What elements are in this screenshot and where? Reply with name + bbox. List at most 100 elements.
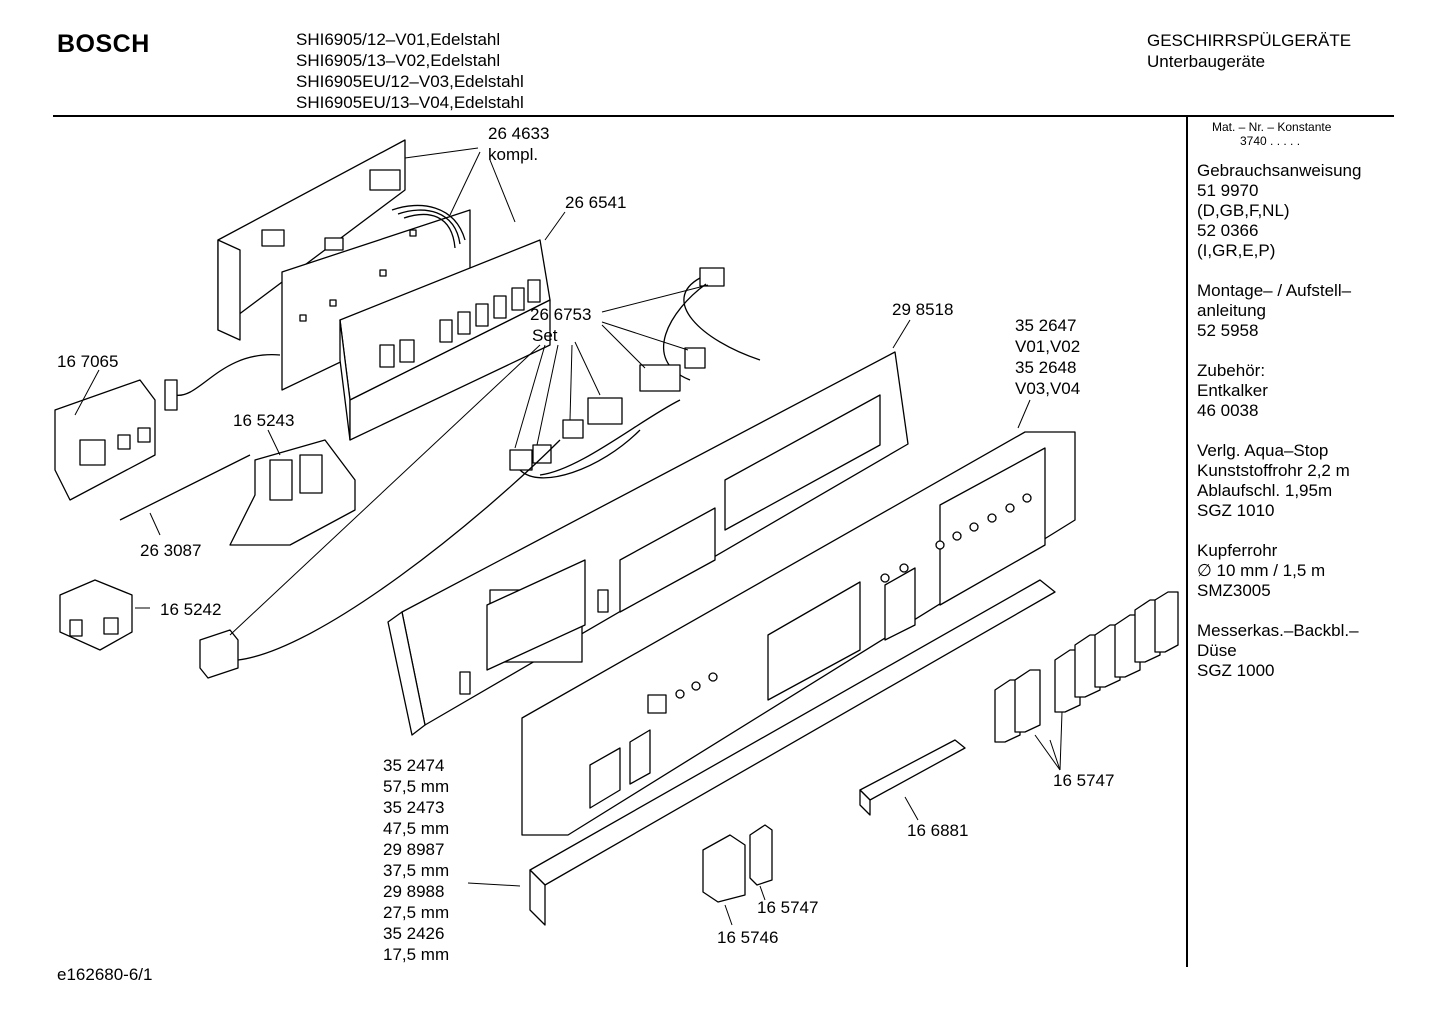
button-module <box>340 240 550 440</box>
model-list: SHI6905/12–V01,Edelstahl SHI6905/13–V02,… <box>296 29 524 113</box>
sidebar-line: 46 0038 <box>1197 401 1259 420</box>
part-number: 16 7065 <box>57 352 119 371</box>
part-number: 26 3087 <box>140 541 202 560</box>
trim-strip <box>530 580 1055 925</box>
button-strip <box>860 740 965 815</box>
part-number: 16 5746 <box>717 928 779 947</box>
part-number: 26 4633 <box>488 124 550 143</box>
front-panel-frame <box>388 352 908 735</box>
material-number-value: 3740 . . . . . <box>1240 134 1301 148</box>
connector-cable <box>165 355 280 410</box>
display-module <box>55 380 155 500</box>
part-note: 37,5 mm <box>383 861 450 880</box>
part-label-165747-right: 16 5747 <box>1053 770 1114 791</box>
model-line: SHI6905EU/13–V04,Edelstahl <box>296 93 524 112</box>
leader-lines <box>75 148 1062 925</box>
ribbon-cable <box>392 205 465 248</box>
part-note: kompl. <box>488 145 539 164</box>
sidebar-line: Gebrauchsanweisung <box>1197 161 1362 180</box>
sidebar-line: Montage– / Aufstell– <box>1197 281 1352 300</box>
part-number: 16 6881 <box>907 821 969 840</box>
accessory-sidebar: Gebrauchsanweisung 51 9970 (D,GB,F,NL) 5… <box>1197 161 1361 701</box>
part-label-263087: 26 3087 <box>140 540 201 561</box>
model-line: SHI6905/12–V01,Edelstahl <box>296 30 501 49</box>
sidebar-line: (I,GR,E,P) <box>1197 241 1276 260</box>
part-number: 26 6753 <box>530 305 592 324</box>
sidebar-line: anleitung <box>1197 301 1267 320</box>
rod <box>120 455 250 520</box>
part-number: 26 6541 <box>565 193 627 212</box>
brand-logo: BOSCH <box>57 30 150 58</box>
sidebar-line: 52 5958 <box>1197 321 1259 340</box>
part-note: 27,5 mm <box>383 903 450 922</box>
sidebar-line: (D,GB,F,NL) <box>1197 201 1290 220</box>
sidebar-divider <box>1186 117 1188 967</box>
category-subtitle: Unterbaugeräte <box>1147 52 1266 71</box>
part-label-352647: 35 2647 V01,V02 35 2648 V03,V04 <box>1015 315 1080 399</box>
plug-connector <box>200 440 560 678</box>
part-label-165746: 16 5746 <box>717 927 778 948</box>
sidebar-line: 52 0366 <box>1197 221 1259 240</box>
part-note: Set <box>532 326 558 345</box>
part-number: 16 5747 <box>757 898 819 917</box>
part-label-166881: 16 6881 <box>907 820 968 841</box>
part-number: 16 5747 <box>1053 771 1115 790</box>
part-number: 35 2474 <box>383 756 445 775</box>
sidebar-line: Entkalker <box>1197 381 1268 400</box>
model-line: SHI6905EU/12–V03,Edelstahl <box>296 72 524 91</box>
part-number: 29 8988 <box>383 882 445 901</box>
part-label-264633: 26 4633 kompl. <box>488 123 549 165</box>
part-number: 35 2426 <box>383 924 445 943</box>
exploded-view-drawing <box>0 0 1180 1000</box>
material-number-title: Mat. – Nr. – Konstante <box>1212 120 1332 134</box>
part-note: 57,5 mm <box>383 777 450 796</box>
drawing-code: e162680-6/1 <box>57 965 153 984</box>
door-switch <box>60 580 132 650</box>
part-label-165242: 16 5242 <box>160 599 221 620</box>
part-label-165243: 16 5243 <box>233 410 294 431</box>
model-line: SHI6905/13–V02,Edelstahl <box>296 51 501 70</box>
part-label-266753: 26 6753 Set <box>530 304 591 346</box>
sidebar-line: Kupferrohr <box>1197 541 1278 560</box>
part-note: V01,V02 <box>1015 337 1081 356</box>
part-number: 16 5243 <box>233 411 295 430</box>
part-label-165747-bottom: 16 5747 <box>757 897 818 918</box>
part-note: 17,5 mm <box>383 945 450 964</box>
sidebar-line: 51 9970 <box>1197 181 1259 200</box>
control-board-housing <box>218 140 405 340</box>
material-number-block: Mat. – Nr. – Konstante 3740 . . . . . <box>1212 120 1331 148</box>
part-note: 47,5 mm <box>383 819 450 838</box>
part-number: 29 8987 <box>383 840 445 859</box>
part-number: 35 2648 <box>1015 358 1077 377</box>
part-number: 16 5242 <box>160 600 222 619</box>
category: GESCHIRRSPÜLGERÄTE Unterbaugeräte <box>1147 30 1351 72</box>
sidebar-line: Zubehör: <box>1197 361 1266 380</box>
part-label-352474: 35 2474 57,5 mm 35 2473 47,5 mm 29 8987 … <box>383 755 449 965</box>
sidebar-line: Düse <box>1197 641 1237 660</box>
part-label-298518: 29 8518 <box>892 299 953 320</box>
sidebar-group-aquastop: Verlg. Aqua–Stop Kunststoffrohr 2,2 m Ab… <box>1197 441 1361 521</box>
category-title: GESCHIRRSPÜLGERÄTE <box>1147 31 1352 50</box>
sidebar-group-nozzle: Messerkas.–Backbl.– Düse SGZ 1000 <box>1197 621 1361 681</box>
sidebar-line: SGZ 1010 <box>1197 501 1275 520</box>
wire-harness <box>510 268 760 478</box>
sidebar-line: SGZ 1000 <box>1197 661 1275 680</box>
part-label-266541: 26 6541 <box>565 192 626 213</box>
part-note: V03,V04 <box>1015 379 1081 398</box>
part-label-167065: 16 7065 <box>57 351 118 372</box>
sidebar-group-installation: Montage– / Aufstell– anleitung 52 5958 <box>1197 281 1361 341</box>
sidebar-group-copper-pipe: Kupferrohr ∅ 10 mm / 1,5 m SMZ3005 <box>1197 541 1361 601</box>
part-number: 29 8518 <box>892 300 954 319</box>
part-number: 35 2647 <box>1015 316 1077 335</box>
sidebar-line: Messerkas.–Backbl.– <box>1197 621 1359 640</box>
sidebar-line: ∅ 10 mm / 1,5 m <box>1197 561 1326 580</box>
single-buttons <box>703 825 772 902</box>
switch-bracket <box>230 440 355 545</box>
sidebar-group-accessory: Zubehör: Entkalker 46 0038 <box>1197 361 1361 421</box>
sidebar-line: Kunststoffrohr 2,2 m <box>1197 461 1350 480</box>
header-divider <box>53 115 1394 117</box>
part-number: 35 2473 <box>383 798 445 817</box>
sidebar-line: SMZ3005 <box>1197 581 1271 600</box>
sidebar-line: Ablaufschl. 1,95m <box>1197 481 1333 500</box>
sidebar-group-manual: Gebrauchsanweisung 51 9970 (D,GB,F,NL) 5… <box>1197 161 1361 261</box>
